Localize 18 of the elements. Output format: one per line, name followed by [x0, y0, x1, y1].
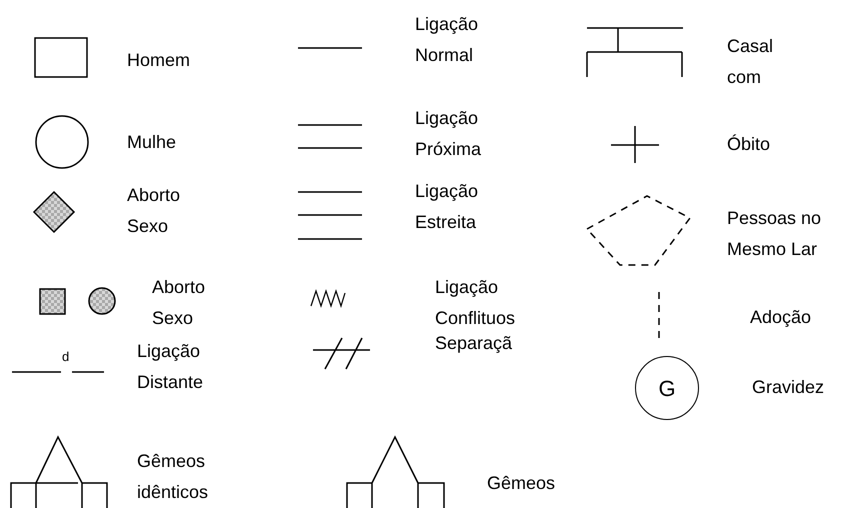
legend-text: Gravidez	[752, 376, 826, 399]
legend-text: Casal com	[727, 35, 774, 89]
legend-text: Aborto Sexo	[127, 184, 182, 238]
legend-text: Homem	[127, 49, 192, 72]
legend-text: Ligação Próxima	[415, 107, 482, 161]
distance-mark: d	[62, 350, 70, 364]
legend-text: Ligação Distante	[137, 340, 204, 394]
legend-text: Ligação Estreita	[415, 180, 480, 234]
legend-text: Adoção	[750, 306, 812, 329]
legend-text: Mulhe	[127, 131, 178, 154]
legend-text: Ligação Conflituos	[435, 276, 516, 330]
legend-text: Ligação Normal	[415, 13, 480, 67]
legend-text: Gêmeos idênticos	[137, 450, 210, 504]
legend-text: Pessoas no Mesmo Lar	[727, 207, 822, 261]
legend-text: Gêmeos	[487, 472, 556, 495]
legend-text: Óbito	[727, 133, 772, 156]
legend-text: Aborto Sexo	[152, 276, 206, 330]
legend-text: Separaçã	[435, 332, 514, 355]
